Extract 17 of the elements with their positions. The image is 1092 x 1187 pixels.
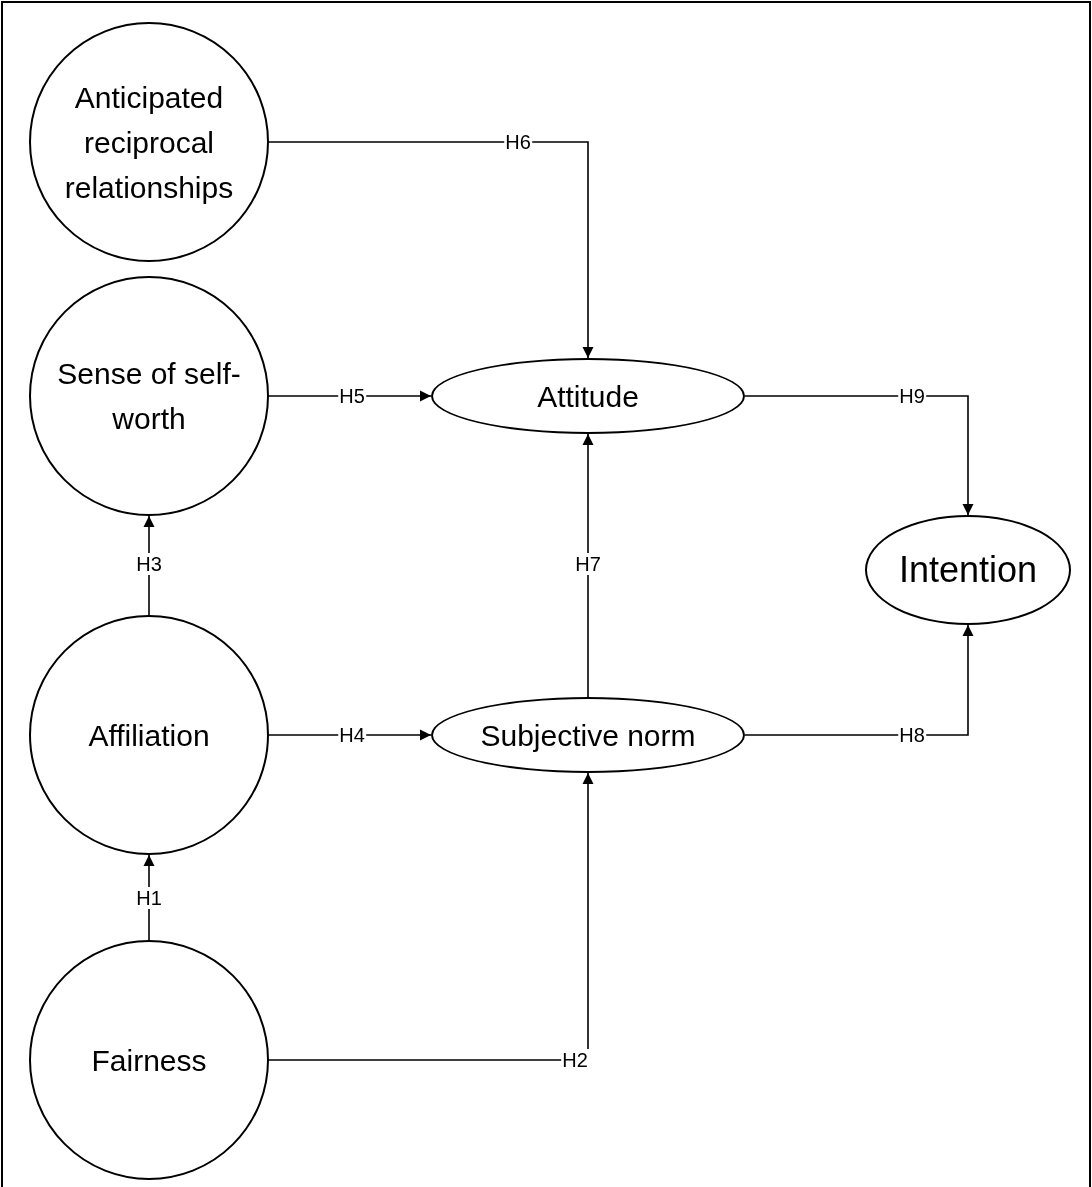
- arrow: [744, 395, 974, 516]
- arrow: [268, 141, 594, 359]
- node-label: Anticipated reciprocal relationships: [63, 79, 235, 206]
- node-label: Sense of self-worth: [56, 356, 242, 437]
- edge-label: H3: [135, 553, 163, 575]
- edge-label: H1: [135, 887, 163, 909]
- arrow: [268, 390, 432, 402]
- node-label: Intention: [898, 548, 1038, 592]
- node-label: Subjective norm: [480, 717, 696, 754]
- node-label: Affiliation: [88, 717, 210, 754]
- arrow: [268, 772, 594, 1061]
- node-label: Attitude: [537, 378, 639, 415]
- arrow: [268, 729, 432, 741]
- edge-label: H7: [574, 553, 602, 575]
- arrow: [582, 433, 594, 698]
- arrow: [744, 624, 974, 736]
- node-label: Fairness: [91, 1042, 207, 1079]
